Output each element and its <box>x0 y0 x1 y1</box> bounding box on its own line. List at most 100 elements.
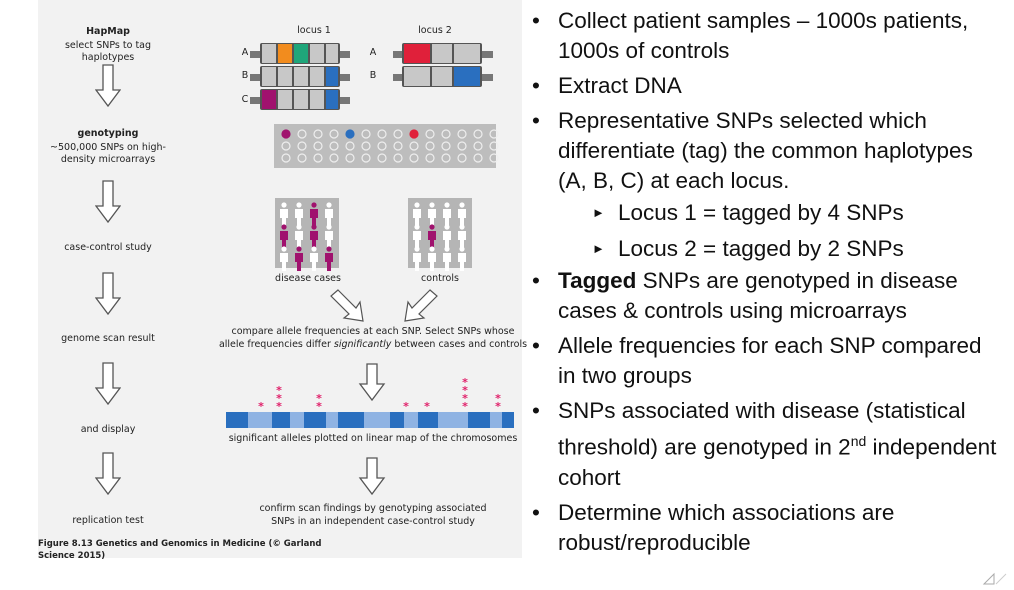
sub-bullet-item: ►Locus 2 = tagged by 2 SNPs <box>530 234 1000 264</box>
triangle-bullet-icon: ► <box>592 241 605 256</box>
array-spot <box>393 153 403 163</box>
bullet-item: •Representative SNPs selected which diff… <box>532 108 973 193</box>
step-case-control: case-control study <box>64 242 152 253</box>
significance-star: * <box>276 392 282 405</box>
array-spot <box>329 129 339 139</box>
array-spot <box>441 153 451 163</box>
person-icon <box>428 246 436 271</box>
person-icon <box>413 224 421 249</box>
step-replication: replication test <box>72 515 144 526</box>
array-spot <box>281 153 291 163</box>
array-spot <box>361 129 371 139</box>
step-hapmap-text: select SNPs to tag haplotypes <box>64 40 152 63</box>
array-spot <box>393 129 403 139</box>
array-spot <box>361 141 371 151</box>
figure-panel: HapMap select SNPs to tag haplotypes gen… <box>38 0 527 561</box>
array-spot <box>441 141 451 151</box>
confirm-text-line2: SNPs in an independent case-control stud… <box>271 516 475 527</box>
significance-star: * <box>462 400 468 413</box>
array-spot <box>361 153 371 163</box>
person-icon <box>295 246 303 271</box>
step-hapmap-title: HapMap <box>86 26 130 37</box>
compare-text-line1: compare allele frequencies at each SNP. … <box>231 326 515 337</box>
person-icon <box>310 202 318 227</box>
person-icon <box>325 246 333 271</box>
down-arrow-icon <box>95 64 121 108</box>
down-arrow-icon <box>95 362 121 406</box>
array-spot <box>489 141 499 151</box>
person-icon <box>443 224 451 249</box>
plot-text: significant alleles plotted on linear ma… <box>228 433 518 444</box>
array-spot <box>345 141 355 151</box>
array-spot <box>457 129 467 139</box>
array-spot <box>489 153 499 163</box>
significance-star: * <box>258 400 264 413</box>
confirm-text-line1: confirm scan findings by genotyping asso… <box>259 503 487 514</box>
disease-cases-label: disease cases <box>275 273 341 284</box>
array-spot <box>313 141 323 151</box>
person-icon <box>280 202 288 227</box>
significance-star: * <box>495 392 501 405</box>
array-spot <box>329 153 339 163</box>
haplotype-c-label: C <box>241 94 249 105</box>
chromosome-band <box>326 412 338 428</box>
person-icon <box>458 202 466 227</box>
chromosome-map: ************** <box>226 376 514 428</box>
gwas-schematic: ************** <box>226 43 514 496</box>
chromosome-band <box>364 412 390 428</box>
array-spot <box>425 141 435 151</box>
step-genome-scan: genome scan result <box>61 333 155 344</box>
array-spot <box>329 141 339 151</box>
array-spot <box>297 141 307 151</box>
compare-text-line2: allele frequencies differ significantly … <box>218 339 528 350</box>
bullet-item: •Allele frequencies for each SNP compare… <box>532 333 982 388</box>
array-spot <box>313 153 323 163</box>
down-arrow-icon <box>358 457 386 496</box>
bullet-list: •Collect patient samples – 1000s patient… <box>530 6 1000 563</box>
person-icon <box>325 224 333 249</box>
array-spot <box>409 141 419 151</box>
chromosome-band <box>248 412 272 428</box>
person-icon <box>413 246 421 271</box>
person-icon <box>310 224 318 249</box>
down-arrow-icon <box>358 363 386 402</box>
person-icon <box>443 246 451 271</box>
person-icon <box>428 202 436 227</box>
bullet-item: •Determine which associations are robust… <box>532 499 895 555</box>
bullet-item: •Extract DNA <box>532 73 682 98</box>
array-spot <box>409 129 419 139</box>
haplotype-a-label-locus2: A <box>369 47 377 58</box>
chromosome-band <box>490 412 502 428</box>
person-icon <box>458 246 466 271</box>
haplotype-a-label: A <box>241 47 249 58</box>
array-spot <box>281 129 291 139</box>
diagonal-arrow-right-icon <box>404 289 438 322</box>
significance-star: * <box>316 392 322 405</box>
person-icon <box>295 224 303 249</box>
locus1-haplotype-c <box>250 89 350 110</box>
array-spot <box>473 141 483 151</box>
array-spot <box>345 129 355 139</box>
significance-star: * <box>495 400 501 413</box>
person-icon <box>295 202 303 227</box>
array-spot <box>409 153 419 163</box>
down-arrow-icon <box>95 452 121 496</box>
haplotype-b-label: B <box>241 70 249 81</box>
array-spot <box>297 129 307 139</box>
locus2-label: locus 2 <box>418 25 452 36</box>
significance-star: * <box>462 376 468 389</box>
significance-star: * <box>276 384 282 397</box>
locus2-haplotype-b <box>393 66 493 87</box>
triangle-bullet-icon: ► <box>592 205 605 220</box>
significance-star: * <box>276 400 282 413</box>
person-icon <box>428 224 436 249</box>
person-icon <box>280 246 288 271</box>
array-spot <box>473 153 483 163</box>
person-icon <box>458 224 466 249</box>
array-spot <box>377 129 387 139</box>
bullet-item: •Tagged SNPs are genotyped in disease ca… <box>532 268 958 323</box>
figure-caption: Figure 8.13 Genetics and Genomics in Med… <box>38 539 322 561</box>
array-spot <box>393 141 403 151</box>
array-spot <box>425 129 435 139</box>
array-spot <box>345 153 355 163</box>
